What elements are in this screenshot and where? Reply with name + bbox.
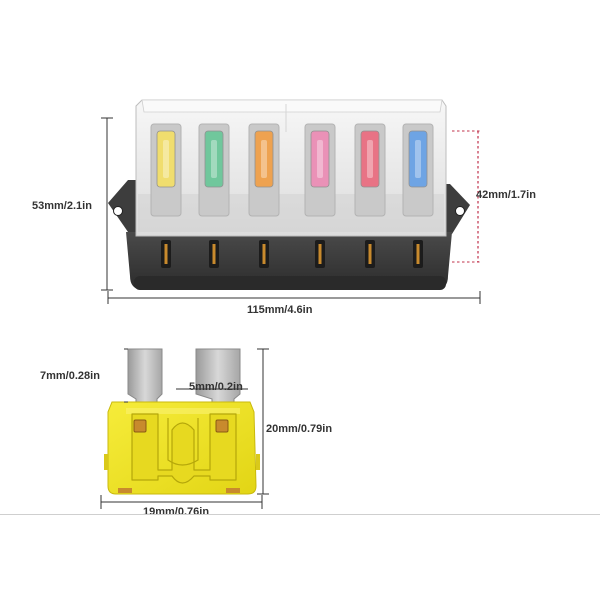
brass-terminal	[318, 244, 322, 264]
brass-terminal	[164, 244, 168, 264]
fuse-test-point-right	[215, 419, 229, 433]
fuse-slot-4	[304, 123, 336, 268]
divider-line	[0, 514, 600, 515]
brass-terminal	[416, 244, 420, 264]
label-cover-height: 42mm/1.7in	[476, 189, 536, 201]
brass-terminal	[368, 244, 372, 264]
fuse-slot-5	[354, 123, 386, 268]
mounting-hole-right	[455, 206, 465, 216]
fuse-test-point-left	[133, 419, 147, 433]
fuse-slot-2	[198, 123, 230, 268]
fuse-slot-3	[248, 123, 280, 268]
dimension-fuse-width	[100, 495, 263, 509]
mounting-ear-left	[108, 180, 140, 232]
mini-fuse	[204, 130, 224, 188]
mini-fuse-window	[163, 140, 169, 178]
fuse-box-base	[126, 232, 452, 290]
brass-terminal	[262, 244, 266, 264]
brass-terminal	[212, 244, 216, 264]
dimension-fuse-height	[257, 348, 269, 495]
label-box-length: 115mm/4.6in	[247, 304, 313, 316]
mini-fuse	[156, 130, 176, 188]
label-blade-length: 7mm/0.28in	[40, 370, 100, 382]
label-fuse-width: 19mm/0.76in	[143, 506, 210, 518]
mini-fuse-window	[415, 140, 421, 178]
fuse-slot-6	[402, 123, 434, 268]
mounting-ear-right	[440, 184, 470, 234]
dimension-box-height	[101, 117, 113, 291]
transparent-cover	[135, 99, 447, 237]
label-box-height: 53mm/2.1in	[32, 200, 92, 212]
mini-fuse-window	[261, 140, 267, 178]
mini-fuse-window	[317, 140, 323, 178]
mini-fuse	[360, 130, 380, 188]
mini-fuse	[310, 130, 330, 188]
dimension-cover-height	[452, 130, 480, 263]
fuse-slot-1	[150, 123, 182, 268]
fuse-box	[108, 99, 470, 290]
dimension-blade-length	[124, 348, 128, 403]
blade-fuse	[104, 348, 260, 495]
mini-fuse	[254, 130, 274, 188]
dimension-box-length	[107, 291, 481, 304]
mini-fuse-window	[211, 140, 217, 178]
fuse-slots	[150, 123, 434, 268]
fuse-element	[131, 413, 237, 484]
label-fuse-height: 20mm/0.79in	[266, 423, 333, 435]
label-blade-gap: 5mm/0.2in	[189, 381, 243, 393]
mounting-hole-left	[113, 206, 123, 216]
mini-fuse	[408, 130, 428, 188]
mini-fuse-window	[367, 140, 373, 178]
